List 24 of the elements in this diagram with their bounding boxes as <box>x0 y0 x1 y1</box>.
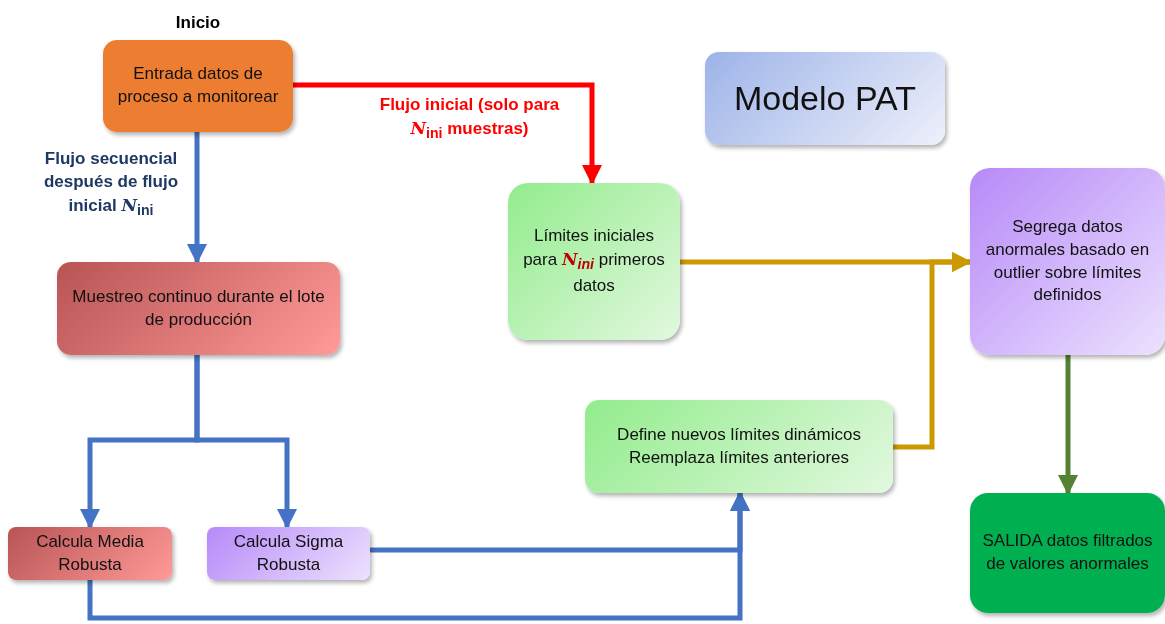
process-box <box>8 527 172 580</box>
arrow <box>194 355 297 529</box>
title-box <box>705 52 945 145</box>
arrow <box>293 82 602 185</box>
box-text: Calcula Sigma Robusta <box>232 530 345 576</box>
box-text: Modelo PAT <box>733 77 916 119</box>
box-text: Muestreo continuo durante el lote de producción <box>71 285 326 331</box>
box-text: Entrada datos de proceso a monitorear <box>116 63 280 108</box>
process-box <box>508 183 680 340</box>
process-box <box>207 527 370 580</box>
process-box <box>970 168 1165 355</box>
output-box <box>970 493 1165 613</box>
box-text: Calcula Media Robusta <box>35 530 145 576</box>
box-text: Límites iniciales para N$_{ini}$ primeros datos <box>522 225 666 297</box>
arrow <box>1058 355 1078 495</box>
arrow <box>370 491 750 553</box>
arrow <box>187 132 207 264</box>
box-text: Segrega datos anormales basado en outlier sobre límites definidos <box>984 215 1151 307</box>
arrow <box>893 252 972 450</box>
box-text: SALIDA datos filtrados de valores anormales <box>981 530 1154 575</box>
start-label: Inicio <box>174 12 222 34</box>
process-box <box>585 400 893 493</box>
process-box <box>57 262 340 355</box>
box-text: Define nuevos límites dinámicos Reemplaza límites anteriores <box>616 423 862 469</box>
